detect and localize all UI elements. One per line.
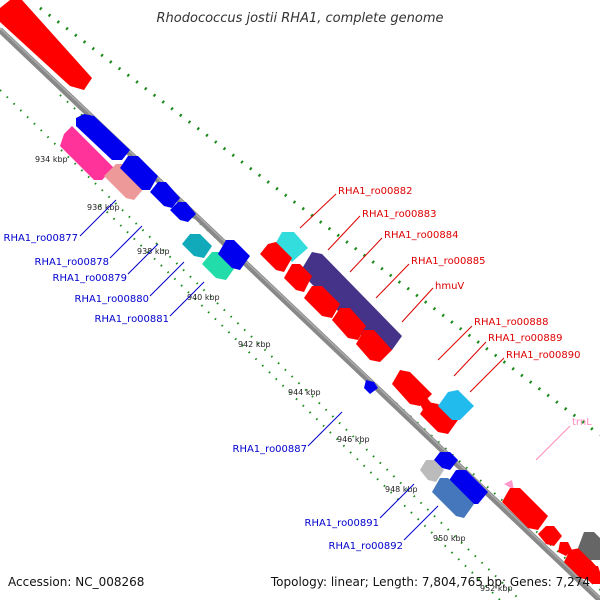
forward-genes — [0, 0, 600, 584]
leader-ro00882 — [299, 193, 337, 229]
leader-ro00892 — [403, 505, 439, 541]
label-ro00892[interactable]: RHA1_ro00892 — [329, 541, 404, 552]
gene-hmuV[interactable] — [356, 330, 392, 362]
tick-934: 934 kbp — [35, 155, 68, 164]
leader-ro00885 — [375, 263, 410, 299]
gene-RHA1_ro00883[interactable] — [300, 252, 402, 350]
gene-RHA1_ro00878[interactable] — [104, 164, 146, 200]
gene-fwd-grey[interactable] — [578, 532, 600, 560]
position-ticks: 934 kbp 936 kbp 938 kbp 940 kbp 942 kbp … — [35, 155, 513, 593]
leader-ro00887 — [307, 411, 343, 447]
gene-rev-blue-f[interactable] — [448, 470, 488, 504]
label-ro00885[interactable]: RHA1_ro00885 — [411, 256, 486, 267]
label-ro00891[interactable]: RHA1_ro00891 — [305, 518, 380, 529]
tick-948: 948 kbp — [385, 485, 418, 494]
tick-944: 944 kbp — [288, 388, 321, 397]
gene-trnL[interactable] — [504, 480, 514, 490]
leader-ro00877 — [79, 199, 117, 237]
leader-ro00879 — [127, 243, 159, 275]
gene-RHA1_ro00892[interactable] — [432, 478, 474, 518]
leader-ro00889 — [453, 341, 487, 377]
tick-936: 936 kbp — [87, 203, 120, 212]
dotted-line-upper-short — [39, 6, 600, 437]
accession-text: Accession: NC_008268 — [8, 575, 144, 589]
genome-backbone-shade — [0, 27, 600, 599]
gene-RHA1_ro00879[interactable] — [120, 156, 158, 190]
label-ro00879[interactable]: RHA1_ro00879 — [53, 273, 128, 284]
tick-952: 952 kbp — [480, 584, 513, 593]
gene-fwd-cyan-right[interactable] — [438, 390, 474, 420]
gene-RHA1_ro00890[interactable] — [420, 402, 458, 434]
tick-940: 940 kbp — [187, 293, 220, 302]
gene-rev-blue-d[interactable] — [218, 240, 250, 270]
gene-RHA1_ro00882[interactable] — [274, 232, 308, 262]
leader-trnL — [535, 425, 571, 461]
gene-RHA1_ro00877[interactable] — [60, 126, 114, 180]
label-ro00878[interactable]: RHA1_ro00878 — [35, 257, 110, 268]
tick-942: 942 kbp — [238, 340, 271, 349]
gene-rev-blue-c[interactable] — [170, 202, 196, 222]
leader-hmuV — [401, 287, 434, 323]
leader-ro00881 — [169, 281, 205, 317]
leader-ro00883 — [327, 215, 361, 251]
label-ro00882[interactable]: RHA1_ro00882 — [338, 186, 413, 197]
gene-forward-top-left[interactable] — [0, 0, 92, 90]
label-ro00880[interactable]: RHA1_ro00880 — [75, 294, 150, 305]
label-ro00884[interactable]: RHA1_ro00884 — [384, 230, 459, 241]
leader-ro00878 — [109, 225, 143, 259]
reverse-gene-labels: RHA1_ro00877 RHA1_ro00878 RHA1_ro00879 R… — [4, 199, 439, 552]
forward-gene-labels: RHA1_ro00882 RHA1_ro00883 RHA1_ro00884 R… — [299, 186, 592, 461]
gene-RHA1_ro00880[interactable] — [182, 234, 212, 258]
label-ro00877[interactable]: RHA1_ro00877 — [4, 233, 79, 244]
leader-ro00890 — [469, 357, 505, 393]
label-ro00889[interactable]: RHA1_ro00889 — [488, 333, 563, 344]
leader-ro00888 — [437, 325, 473, 361]
gene-fwd-b[interactable] — [284, 264, 312, 292]
gc-dotted-lines — [0, 6, 600, 600]
tick-946: 946 kbp — [337, 435, 370, 444]
leader-ro00880 — [149, 261, 185, 297]
genome-title: Rhodococcus jostii RHA1, complete genome — [157, 11, 444, 26]
label-ro00888[interactable]: RHA1_ro00888 — [474, 317, 549, 328]
gene-fwd-d[interactable] — [538, 526, 562, 546]
leader-ro00891 — [379, 483, 415, 519]
gene-RHA1_ro00885[interactable] — [332, 308, 366, 340]
gene-RHA1_ro00884[interactable] — [304, 286, 340, 318]
gene-rev-blue-a[interactable] — [76, 114, 130, 160]
label-trnL[interactable]: trnL — [572, 417, 592, 428]
gene-RHA1_ro00887[interactable] — [364, 380, 378, 394]
tick-938: 938 kbp — [137, 247, 170, 256]
gene-fwd-a[interactable] — [260, 242, 292, 272]
genome-summary-text: Topology: linear; Length: 7,804,765 bp; … — [270, 575, 590, 589]
gene-RHA1_ro00891[interactable] — [420, 460, 444, 482]
gene-rev-blue-e[interactable] — [434, 452, 458, 470]
reverse-genes — [60, 114, 488, 518]
label-ro00890[interactable]: RHA1_ro00890 — [506, 350, 581, 361]
gene-rev-blue-b[interactable] — [150, 182, 180, 208]
gene-fwd-e[interactable] — [558, 542, 572, 556]
label-ro00883[interactable]: RHA1_ro00883 — [362, 209, 437, 220]
gene-fwd-g[interactable] — [582, 566, 600, 584]
gene-fwd-c[interactable] — [502, 488, 548, 530]
leader-ro00884 — [349, 237, 383, 273]
label-hmuV[interactable]: hmuV — [435, 281, 464, 292]
label-ro00887[interactable]: RHA1_ro00887 — [233, 444, 308, 455]
tick-950: 950 kbp — [433, 534, 466, 543]
label-ro00881[interactable]: RHA1_ro00881 — [95, 314, 170, 325]
